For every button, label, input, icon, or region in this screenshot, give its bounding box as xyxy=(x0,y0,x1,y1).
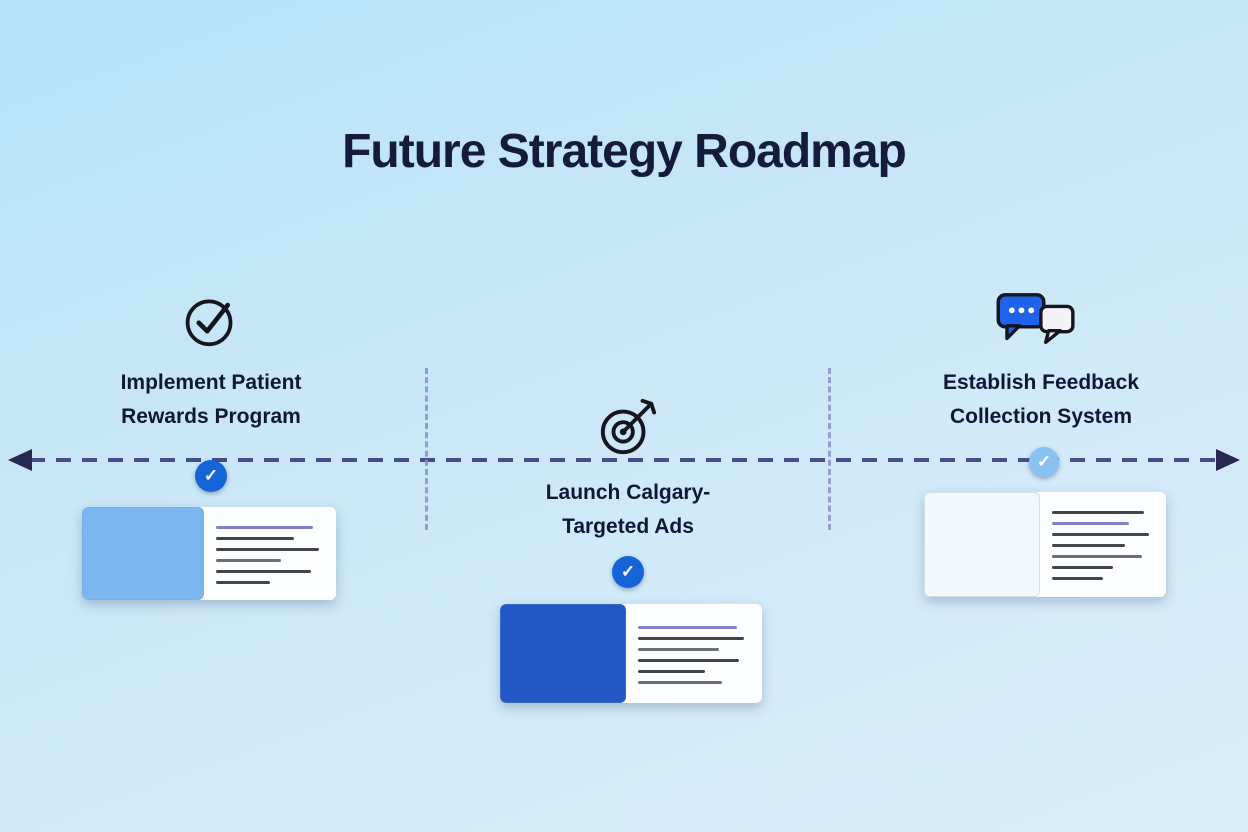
card-text-placeholder xyxy=(204,507,336,600)
arrow-right-icon xyxy=(1216,449,1240,471)
timeline-axis xyxy=(8,449,1240,471)
card-image-placeholder xyxy=(500,604,626,703)
milestone-card xyxy=(924,492,1166,597)
card-image-placeholder xyxy=(82,507,204,600)
card-image-placeholder xyxy=(924,492,1041,597)
card-text-placeholder xyxy=(626,604,762,703)
checkpoint-badge: ✓ xyxy=(612,556,644,588)
section-divider xyxy=(425,368,428,530)
checkpoint-badge: ✓ xyxy=(195,460,227,492)
section-divider xyxy=(828,368,831,530)
milestone-label: Launch Calgary-Targeted Ads xyxy=(545,481,711,539)
check-circle-icon xyxy=(182,292,238,348)
milestone-card xyxy=(82,507,336,600)
check-icon: ✓ xyxy=(1036,452,1052,471)
checkpoint-badge: ✓ xyxy=(1029,447,1059,477)
milestone-label: Establish Feedback Collection System xyxy=(942,371,1140,429)
chat-feedback-icon xyxy=(994,290,1080,352)
milestone-card xyxy=(500,604,762,703)
card-text-placeholder xyxy=(1040,492,1166,597)
milestone-label: Implement Patient Rewards Program xyxy=(120,371,302,429)
check-icon: ✓ xyxy=(203,466,219,485)
check-icon: ✓ xyxy=(620,562,636,581)
arrow-left-icon xyxy=(8,449,32,471)
target-dart-icon xyxy=(597,396,659,458)
page-title: Future Strategy Roadmap xyxy=(342,125,907,178)
